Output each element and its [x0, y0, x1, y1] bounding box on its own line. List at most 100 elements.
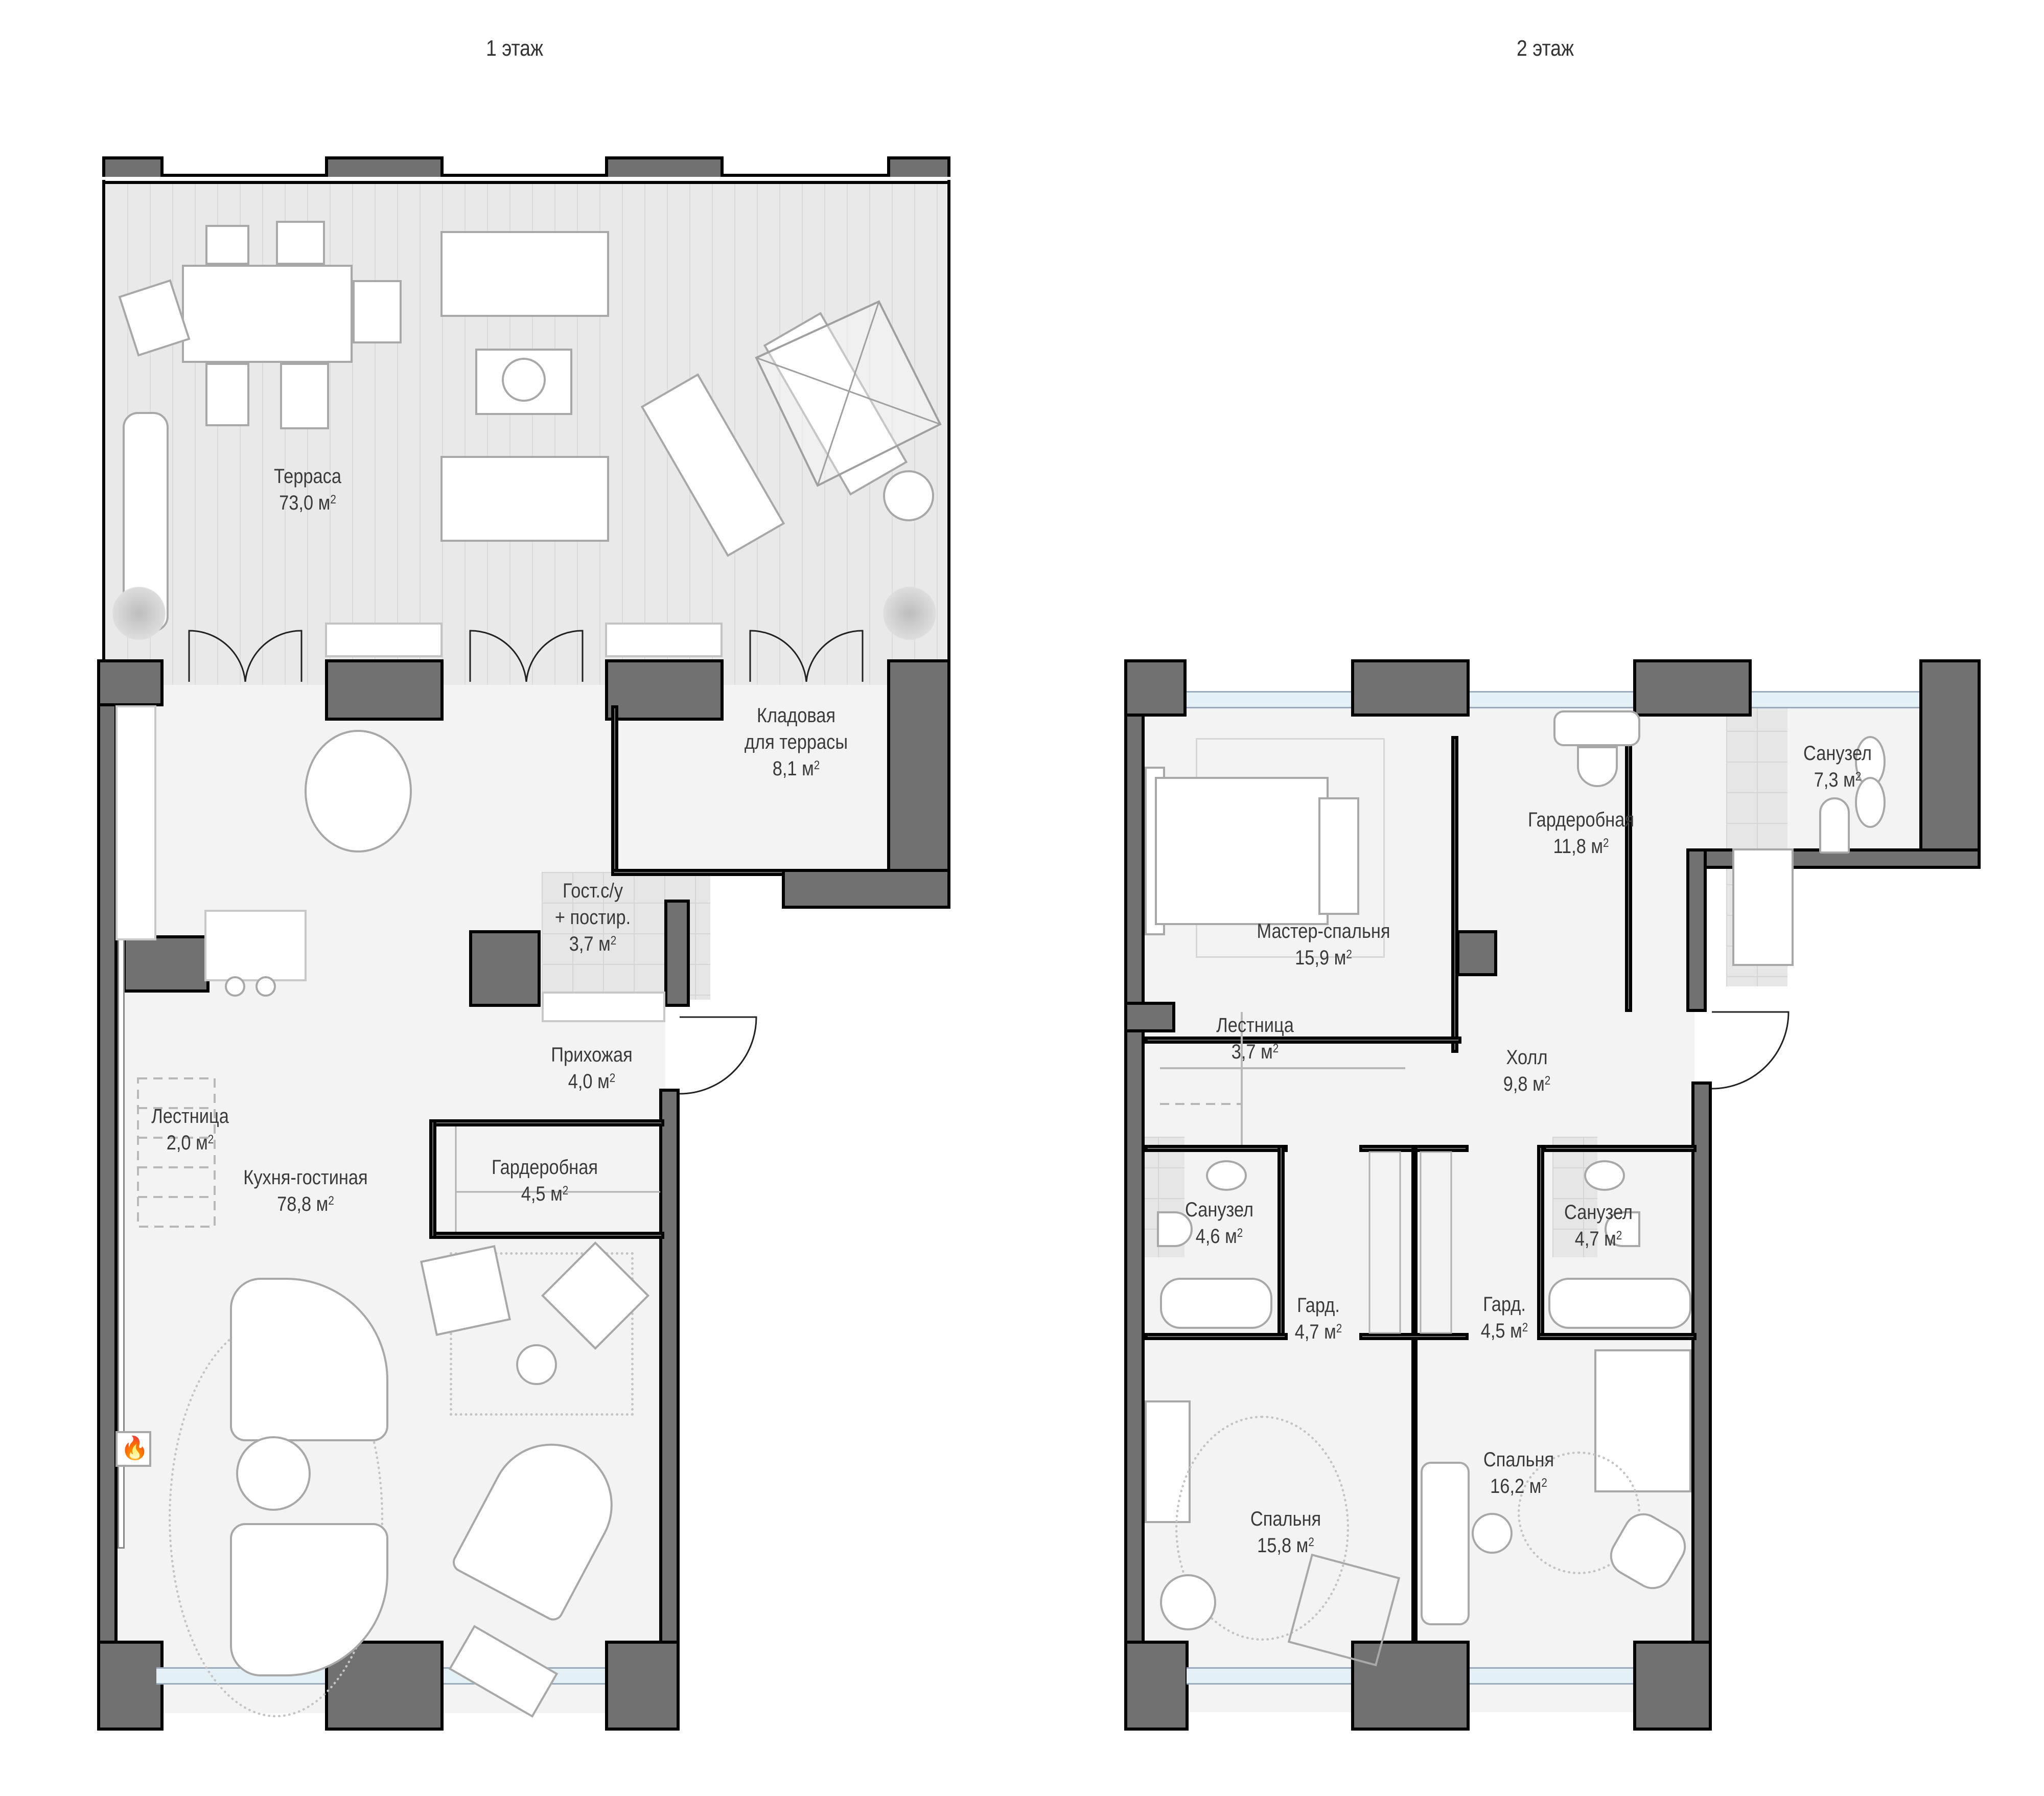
room-label-staircase: Лестница 3,7 м2	[1216, 1014, 1294, 1063]
room-label-staircase: Лестница 2,0 м2	[151, 1105, 229, 1154]
column	[1919, 659, 1981, 864]
column	[605, 659, 724, 721]
bathroom-tile	[1552, 1137, 1597, 1257]
window	[1187, 1667, 1351, 1685]
wardrobe-wall-top	[429, 1119, 664, 1126]
staircase	[137, 1077, 216, 1228]
chair	[353, 280, 402, 343]
wall-left	[1124, 659, 1145, 1731]
column	[887, 156, 950, 177]
double-bed	[1155, 777, 1329, 925]
room-label-master-bathroom: Санузел 7,3 м2	[1803, 742, 1872, 791]
chair	[276, 221, 325, 265]
wall-bath-top	[1145, 1145, 1288, 1152]
sink	[1855, 777, 1886, 828]
wall-left	[97, 659, 118, 1731]
sink	[1584, 1160, 1625, 1191]
wall-shaft	[469, 930, 541, 1007]
chair	[205, 363, 249, 426]
room-label-terrace: Терраса 73,0 м2	[274, 465, 341, 514]
column	[1633, 659, 1752, 717]
column	[325, 156, 444, 177]
kitchen-counter	[115, 705, 156, 940]
window	[1187, 691, 1351, 708]
pouf	[516, 1344, 557, 1385]
sink	[1206, 1160, 1247, 1191]
column	[325, 659, 444, 721]
coffee-table	[236, 1436, 311, 1511]
room-label-walk-in-closet: Гардеробная 11,8 м2	[1527, 809, 1635, 858]
sofa	[440, 456, 609, 542]
wall-bath2-left	[1537, 1145, 1544, 1339]
round-dining-table	[305, 730, 412, 853]
room-label-closet-1: Гард. 4,7 м2	[1294, 1294, 1342, 1343]
room-label-master-bedroom: Мастер-спальня 15,9 м2	[1257, 920, 1390, 969]
wall-shaft	[1456, 930, 1497, 976]
chair	[205, 225, 249, 265]
staircase	[1160, 1012, 1405, 1145]
column	[1351, 659, 1470, 717]
chair	[280, 363, 329, 429]
vanity-chair	[1577, 746, 1618, 787]
wardrobe-wall-bottom	[429, 1232, 664, 1239]
room-label-storage: Кладовая для террасы 8,1 м2	[744, 704, 848, 780]
bar-stool	[256, 976, 276, 997]
window	[1470, 1667, 1633, 1685]
terrace-left-edge	[102, 180, 105, 686]
armchair	[420, 1245, 511, 1336]
planter	[325, 623, 443, 657]
plant	[108, 583, 170, 644]
bench	[1318, 797, 1359, 915]
wall-bath2-top	[1543, 1145, 1697, 1152]
umbrella-icon	[755, 300, 942, 487]
toilet	[1819, 797, 1850, 854]
fireplace	[115, 1431, 151, 1467]
terrace-doors[interactable]	[188, 626, 935, 687]
column	[97, 1641, 164, 1731]
room-label-bedroom-2: Спальня 16,2 м2	[1483, 1448, 1554, 1498]
wall-master-wardrobe	[1451, 736, 1458, 1053]
vanity-desk	[1553, 710, 1640, 746]
fireplace-fire-icon: 🔥	[121, 1436, 149, 1461]
bar-stool	[225, 976, 245, 997]
wall-entry	[664, 900, 690, 1007]
entry-door[interactable]	[679, 1016, 782, 1099]
column	[1351, 1641, 1470, 1731]
wall-bedroom2-top	[1537, 1333, 1697, 1340]
bowl	[502, 358, 546, 402]
wall-right	[659, 1089, 680, 1731]
round-rug	[1518, 1452, 1640, 1574]
column	[102, 156, 164, 177]
room-label-closet-2: Гард. 4,5 м2	[1480, 1293, 1528, 1342]
wall-wardrobe-bottom	[1359, 1333, 1469, 1340]
wall-bath-right	[1278, 1145, 1285, 1339]
column	[605, 156, 724, 177]
room-label-guest-bathroom: Гост.с/у + постир. 3,7 м2	[554, 880, 631, 955]
toilet	[1605, 1211, 1640, 1247]
room-label-hallway: Прихожая 4,0 м2	[551, 1044, 633, 1093]
wall-right	[1691, 1081, 1712, 1731]
floor-1-title: 1 этаж	[486, 36, 543, 61]
round-rug	[1175, 1416, 1349, 1641]
entry-door[interactable]	[1711, 1011, 1814, 1094]
wardrobe-rail	[455, 1126, 660, 1232]
column	[1633, 1641, 1712, 1731]
side-table	[883, 470, 934, 521]
window	[1752, 691, 1919, 708]
sofa	[440, 231, 609, 317]
wall-master-bottom	[1145, 1037, 1461, 1044]
room-label-kitchen-living: Кухня-гостиная 78,8 м2	[243, 1166, 368, 1215]
wardrobe-racks	[1368, 1151, 1452, 1334]
dining-table	[182, 265, 353, 363]
wall-shaft-kitchen	[123, 935, 210, 993]
wall-shaft	[1124, 1002, 1175, 1032]
desk-chair	[1472, 1513, 1513, 1554]
wall-stepped-vert	[1686, 848, 1707, 1012]
kitchen-island	[204, 910, 307, 981]
wall-bedroom-top	[1145, 1333, 1288, 1340]
shower	[1732, 848, 1794, 966]
room-label-bathroom-1: Санузел 4,6 м2	[1184, 1199, 1254, 1248]
toilet	[1157, 1211, 1193, 1247]
terrace-parapet	[102, 174, 950, 184]
column	[1124, 659, 1187, 717]
